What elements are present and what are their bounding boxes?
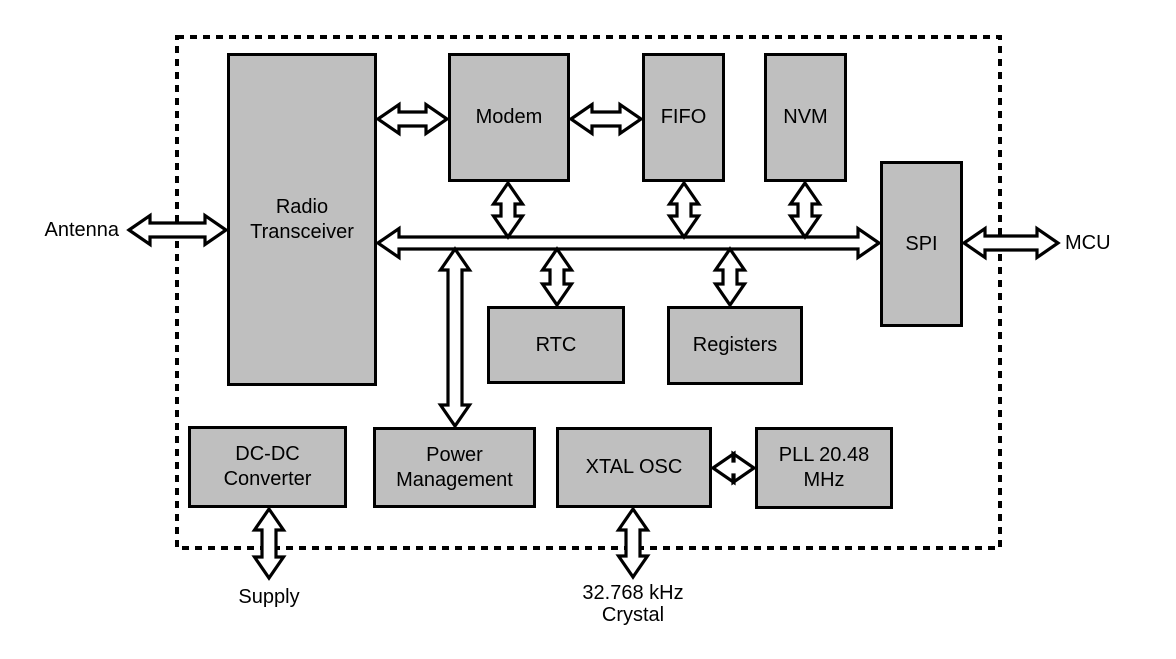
- block-radio-transceiver: Radio Transceiver: [227, 53, 377, 386]
- arrow-xtal-osc-crystal: [615, 506, 651, 580]
- block-registers: Registers: [667, 306, 803, 385]
- arrow-antenna-radio-transceiver: [126, 212, 229, 248]
- label-mcu: MCU: [1065, 232, 1111, 254]
- block-pll: PLL 20.48 MHz: [755, 427, 893, 509]
- arrow-bus-rtc: [539, 246, 575, 308]
- block-fifo: FIFO: [642, 53, 725, 182]
- block-xtal-osc: XTAL OSC: [556, 427, 712, 508]
- block-power-management: Power Management: [373, 427, 536, 508]
- arrow-bus-registers: [712, 246, 748, 308]
- arrow-bus-power-management: [437, 246, 473, 429]
- block-spi: SPI: [880, 161, 963, 327]
- arrow-dc-dc-converter-supply: [251, 506, 287, 581]
- arrow-modem-fifo: [568, 101, 644, 137]
- block-dc-dc-converter: DC-DC Converter: [188, 426, 347, 508]
- arrow-radio-transceiver-spi-bus: [375, 225, 882, 261]
- block-rtc: RTC: [487, 306, 625, 384]
- chip-boundary: [175, 35, 1002, 550]
- arrow-nvm-bus: [787, 180, 823, 240]
- block-modem: Modem: [448, 53, 570, 182]
- arrow-xtal-osc-pll: [710, 450, 757, 486]
- label-crystal: 32.768 kHz Crystal: [582, 582, 684, 626]
- label-supply: Supply: [238, 586, 300, 608]
- arrow-modem-bus: [490, 180, 526, 240]
- arrow-spi-mcu: [961, 225, 1061, 261]
- label-antenna: Antenna: [44, 219, 119, 241]
- arrow-radio-transceiver-modem: [375, 101, 450, 137]
- block-nvm: NVM: [764, 53, 847, 182]
- arrow-fifo-bus: [666, 180, 702, 240]
